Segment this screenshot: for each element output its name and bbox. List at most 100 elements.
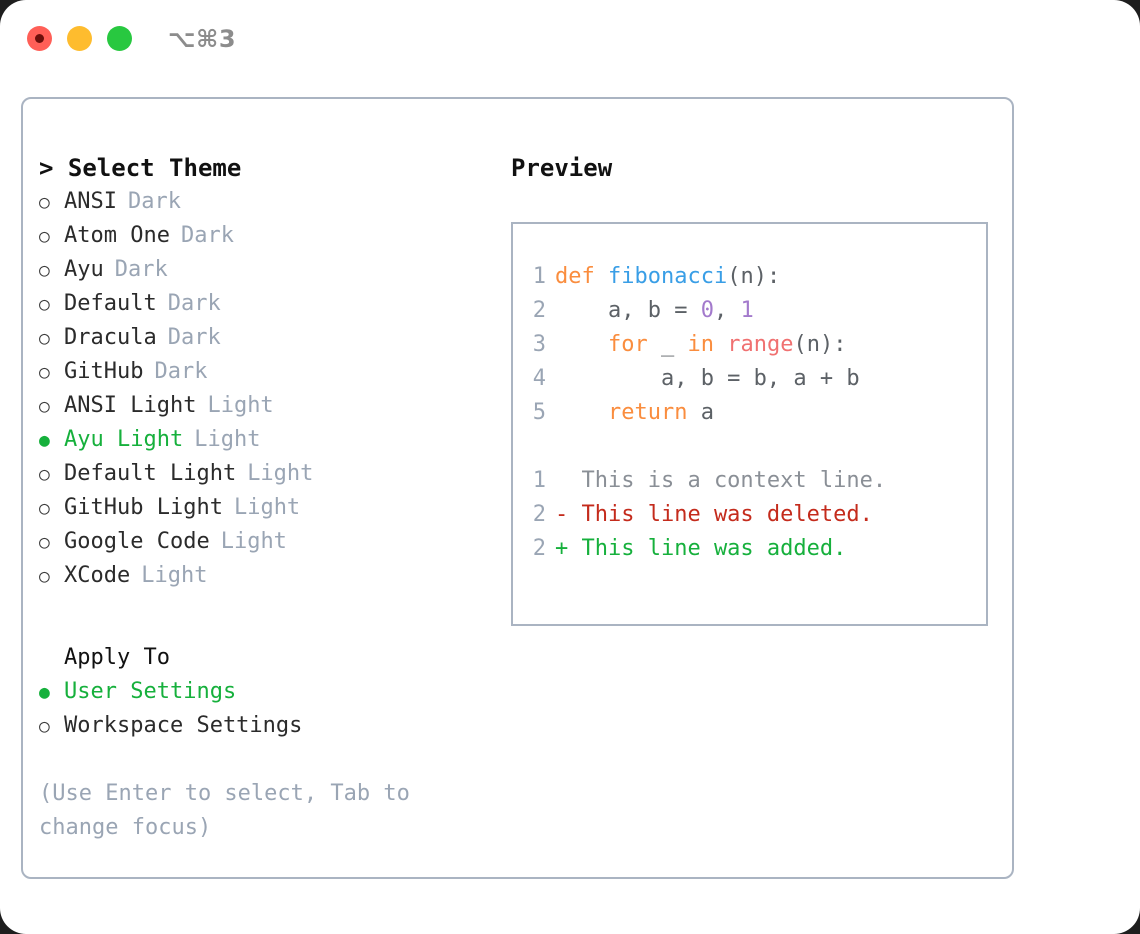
keyboard-hint-text: (Use Enter to select, Tab to change focu… [39, 781, 410, 840]
token-fn: fibonacci [607, 264, 728, 289]
preview-heading: Preview [511, 154, 613, 182]
token-kw: for [607, 332, 648, 357]
token-kw: return [607, 400, 688, 425]
radio-unselected-icon: ○ [39, 532, 50, 553]
theme-option-label: ANSI [64, 189, 117, 214]
theme-variant-tag: Dark [154, 359, 208, 384]
theme-variant-tag: Light [247, 461, 314, 486]
theme-variant-tag: Light [141, 563, 208, 588]
token-kw: def [555, 264, 608, 289]
theme-option-label: Atom One [64, 223, 170, 248]
theme-option-atom-one[interactable]: ○ Atom One Dark [39, 219, 486, 253]
theme-option-ayu[interactable]: ○ Ayu Dark [39, 253, 486, 287]
theme-option-xcode[interactable]: ○ XCode Light [39, 559, 486, 593]
token-kw: in [687, 332, 714, 357]
radio-unselected-icon: ○ [39, 294, 50, 315]
spacer [513, 430, 986, 464]
code-line: 3 for _ in range(n): [513, 328, 986, 362]
token-pl [555, 400, 608, 425]
apply-option-label: Workspace Settings [64, 713, 303, 738]
title-bar: ⌥⌘3 [0, 0, 1140, 78]
theme-variant-tag: Dark [167, 291, 221, 316]
apply-option-label: User Settings [64, 679, 237, 704]
token-pl: a, b = b, a + b [555, 366, 860, 391]
theme-option-github-light[interactable]: ○ GitHub Light Light [39, 491, 486, 525]
theme-option-label: ANSI Light [64, 393, 197, 418]
theme-option-label: GitHub [64, 359, 144, 384]
code-line: 5 return a [513, 396, 986, 430]
token-num: 1 [740, 298, 754, 323]
token-bi: range [727, 332, 794, 357]
radio-unselected-icon: ○ [39, 328, 50, 349]
keyboard-shortcut-label: ⌥⌘3 [168, 25, 237, 53]
radio-unselected-icon: ○ [39, 192, 50, 213]
token-pl [555, 332, 608, 357]
code-text: def fibonacci(n): [555, 260, 780, 294]
line-number: 5 [532, 400, 546, 425]
diff-text: + This line was added. [555, 536, 847, 561]
radio-selected-icon: ● [39, 430, 50, 451]
theme-variant-tag: Light [194, 427, 261, 452]
radio-unselected-icon: ○ [39, 566, 50, 587]
line-number: 1 [532, 468, 546, 493]
code-line: 4 a, b = b, a + b [513, 362, 986, 396]
line-number: 2 [532, 298, 546, 323]
code-text: a, b = 0, 1 [555, 294, 754, 328]
theme-option-label: Google Code [64, 529, 210, 554]
code-text: return a [555, 396, 714, 430]
token-pl: _ [647, 332, 688, 357]
diff-line: 1 This is a context line. [513, 464, 986, 498]
radio-unselected-icon: ○ [39, 226, 50, 247]
recording-indicator-icon [35, 34, 44, 43]
token-pl: , [713, 298, 741, 323]
theme-variant-tag: Light [220, 529, 287, 554]
theme-variant-tag: Light [207, 393, 274, 418]
line-number: 2 [532, 536, 546, 561]
theme-option-ansi[interactable]: ○ ANSI Dark [39, 185, 486, 219]
token-pl: (n): [793, 332, 847, 357]
token-pl: (n): [727, 264, 781, 289]
radio-unselected-icon: ○ [39, 716, 50, 737]
line-number: 1 [532, 264, 546, 289]
diff-line: 2 + This line was added. [513, 532, 986, 566]
apply-option-user-settings[interactable]: ● User Settings [39, 675, 486, 709]
minimize-button[interactable] [67, 26, 92, 51]
radio-selected-icon: ● [39, 682, 50, 703]
maximize-button[interactable] [107, 26, 132, 51]
line-number: 3 [532, 332, 546, 357]
theme-variant-tag: Dark [114, 257, 168, 282]
radio-unselected-icon: ○ [39, 464, 50, 485]
diff-text: This is a context line. [555, 468, 887, 493]
theme-option-ayu-light[interactable]: ● Ayu Light Light [39, 423, 486, 457]
theme-variant-tag: Dark [127, 189, 181, 214]
radio-unselected-icon: ○ [39, 260, 50, 281]
theme-option-label: XCode [64, 563, 131, 588]
theme-option-label: Ayu Light [64, 427, 184, 452]
apply-option-workspace-settings[interactable]: ○ Workspace Settings [39, 709, 486, 743]
theme-variant-tag: Light [233, 495, 301, 520]
radio-unselected-icon: ○ [39, 498, 50, 519]
code-line: 2 a, b = 0, 1 [513, 294, 986, 328]
code-text: a, b = b, a + b [555, 362, 860, 396]
theme-option-label: GitHub Light [64, 495, 223, 520]
code-line: 1 def fibonacci(n): [513, 260, 986, 294]
theme-variant-tag: Dark [180, 223, 234, 248]
line-number: 2 [532, 502, 546, 527]
select-theme-heading: > Select Theme [39, 154, 242, 182]
theme-option-label: Ayu [64, 257, 104, 282]
theme-variant-tag: Dark [167, 325, 221, 350]
theme-option-google-code[interactable]: ○ Google Code Light [39, 525, 486, 559]
apply-to-list[interactable]: ● User Settings ○ Workspace Settings [39, 675, 486, 743]
